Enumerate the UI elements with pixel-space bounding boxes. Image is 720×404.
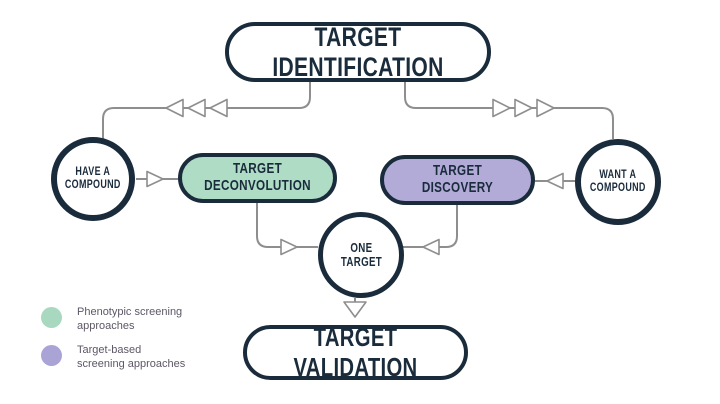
node-target-deconvolution: TARGET DECONVOLUTION: [178, 153, 337, 203]
node-target-validation: TARGET VALIDATION: [243, 322, 468, 382]
node-target-identification: TARGET IDENTIFICATION: [225, 22, 491, 82]
legend-item-phenotypic-label: Phenotypic screening approaches: [77, 306, 183, 333]
target-based-swatch-icon: [41, 344, 62, 366]
legend-item-target-based-label: Target-based screening approaches: [77, 343, 186, 370]
arrowhead-right-icon: [536, 98, 555, 118]
legend-item-phenotypic: Phenotypic screening approaches: [41, 305, 185, 334]
connector-identification-to-want: [404, 82, 614, 139]
node-have-a-compound-label: HAVE A COMPOUND: [65, 166, 121, 191]
arrowhead-right-icon: [146, 170, 164, 188]
arrowhead-left-icon: [165, 98, 184, 118]
node-one-target: ONE TARGET: [318, 212, 404, 298]
node-have-a-compound: HAVE A COMPOUND: [51, 137, 135, 221]
arrowhead-left-icon: [187, 98, 206, 118]
node-target-discovery: TARGET DISCOVERY: [380, 155, 535, 205]
node-target-identification-label: TARGET IDENTIFICATION: [272, 21, 444, 82]
arrowhead-right-icon: [280, 238, 298, 256]
connector-deconvolution-to-one: [256, 203, 318, 248]
arrowhead-left-icon: [209, 98, 228, 118]
node-target-deconvolution-label: TARGET DECONVOLUTION: [204, 160, 311, 194]
arrowhead-left-icon: [422, 238, 440, 256]
node-want-a-compound-label: WANT A COMPOUND: [590, 169, 646, 194]
arrowhead-right-icon: [492, 98, 511, 118]
node-target-discovery-label: TARGET DISCOVERY: [421, 162, 494, 196]
legend: Phenotypic screening approaches Target-b…: [41, 305, 185, 380]
arrowhead-right-icon: [514, 98, 533, 118]
arrowhead-down-icon: [343, 301, 367, 318]
node-one-target-label: ONE TARGET: [340, 241, 382, 269]
node-target-validation-label: TARGET VALIDATION: [293, 322, 418, 382]
phenotypic-swatch-icon: [41, 307, 62, 328]
node-want-a-compound: WANT A COMPOUND: [575, 139, 661, 225]
connector-identification-to-have: [102, 82, 311, 139]
connector-discovery-to-one: [403, 205, 458, 248]
legend-item-target-based: Target-based screening approaches: [41, 343, 185, 372]
arrowhead-left-icon: [546, 172, 564, 190]
